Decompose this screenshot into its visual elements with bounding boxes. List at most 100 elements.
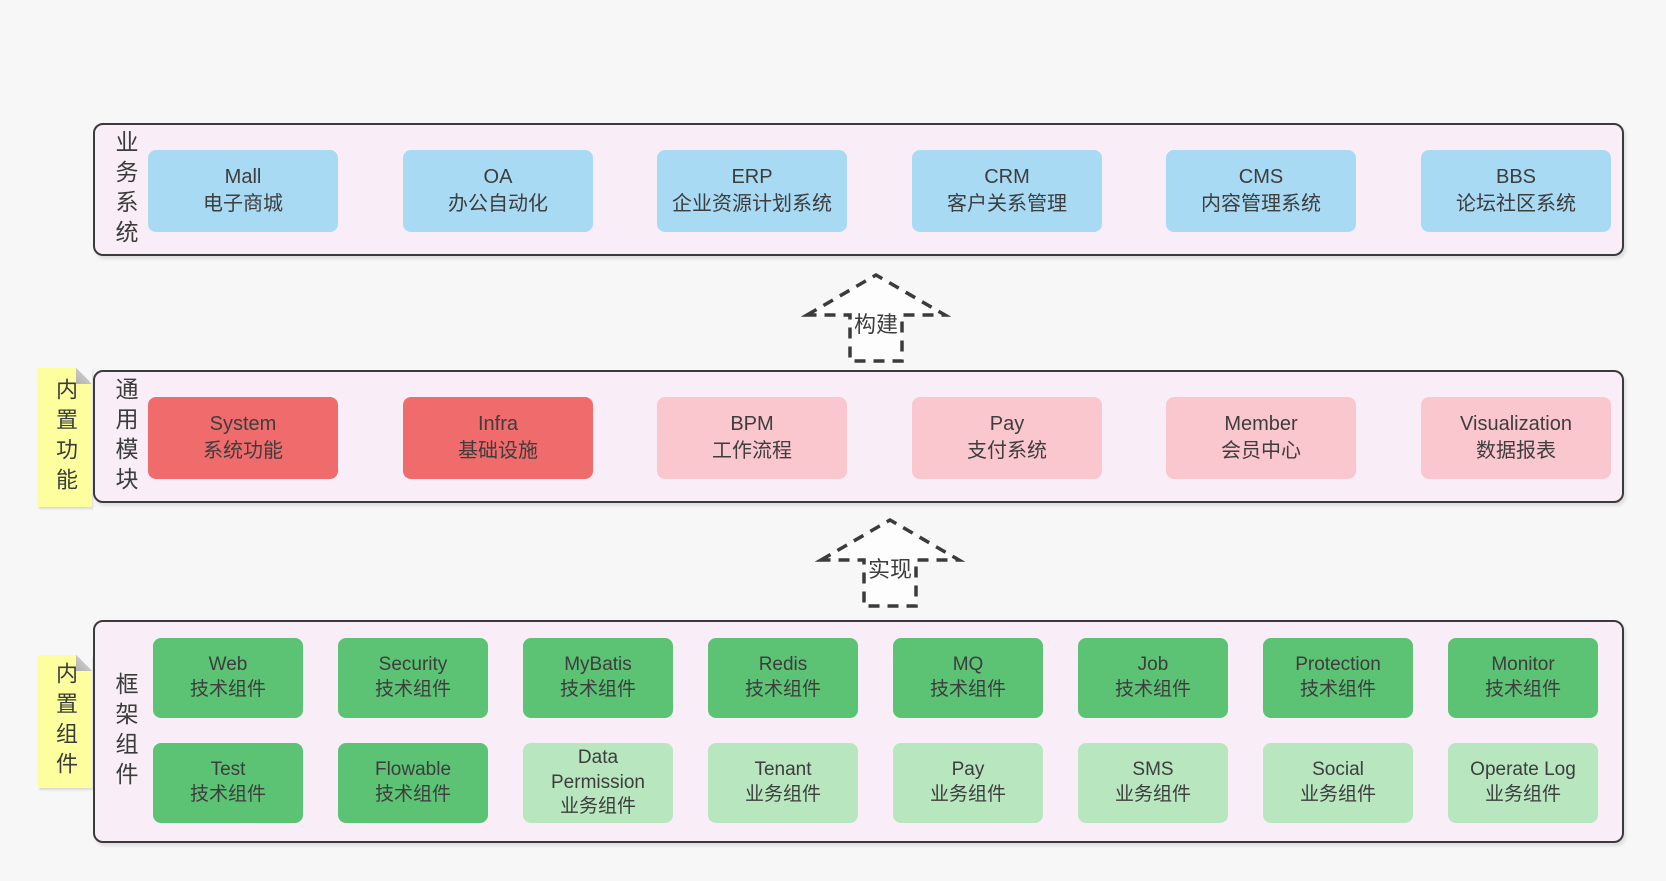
box-subtitle: 技术组件 bbox=[744, 679, 821, 700]
box-subtitle: 支付系统 bbox=[967, 440, 1047, 462]
box-title: Member bbox=[1224, 413, 1298, 435]
box-title: CRM bbox=[984, 166, 1030, 188]
box-system: System 系统功能 bbox=[148, 397, 338, 479]
box-title: Tenant bbox=[754, 759, 812, 781]
box-title: CMS bbox=[1238, 166, 1284, 188]
build-arrow-up-icon: 构建 bbox=[801, 272, 951, 363]
box-title: Redis bbox=[758, 654, 808, 676]
implement-arrow-up-icon: 实现 bbox=[815, 517, 965, 608]
box-subtitle: 技术组件 bbox=[559, 679, 636, 700]
box-subtitle: 内容管理系统 bbox=[1201, 193, 1321, 215]
box-oa: OA 办公自动化 bbox=[403, 150, 593, 232]
box-subtitle: 办公自动化 bbox=[448, 193, 548, 215]
box-subtitle: 技术组件 bbox=[374, 784, 451, 805]
box-title: Mall bbox=[224, 166, 262, 188]
box-title: System bbox=[209, 413, 277, 435]
box-bbs: BBS 论坛社区系统 bbox=[1421, 150, 1611, 232]
box-pay-biz: Pay 业务组件 bbox=[893, 743, 1043, 823]
box-web: Web 技术组件 bbox=[153, 638, 303, 718]
box-subtitle: 业务组件 bbox=[559, 796, 636, 818]
box-title: ERP bbox=[731, 166, 773, 188]
folded-corner-icon bbox=[76, 368, 92, 384]
box-subtitle: 技术组件 bbox=[929, 679, 1006, 700]
arrow-label-build: 构建 bbox=[854, 312, 898, 337]
box-member: Member 会员中心 bbox=[1166, 397, 1356, 479]
box-test: Test 技术组件 bbox=[153, 743, 303, 823]
box-subtitle: 业务组件 bbox=[1299, 784, 1376, 805]
box-operate-log: Operate Log 业务组件 bbox=[1448, 743, 1598, 823]
box-subtitle: 业务组件 bbox=[929, 784, 1006, 805]
box-title: Job bbox=[1137, 654, 1169, 676]
box-security: Security 技术组件 bbox=[338, 638, 488, 718]
box-subtitle: 技术组件 bbox=[189, 784, 266, 805]
box-tenant: Tenant 业务组件 bbox=[708, 743, 858, 823]
box-title: Visualization bbox=[1460, 413, 1572, 435]
box-title: Web bbox=[208, 654, 248, 676]
box-title: Data Permission bbox=[551, 746, 645, 793]
arrow-label-implement: 实现 bbox=[868, 557, 912, 582]
sticky-note-built-in-components: 内置组件 bbox=[38, 655, 92, 788]
box-crm: CRM 客户关系管理 bbox=[912, 150, 1102, 232]
box-infra: Infra 基础设施 bbox=[403, 397, 593, 479]
box-protection: Protection 技术组件 bbox=[1263, 638, 1413, 718]
box-subtitle: 基础设施 bbox=[458, 440, 538, 462]
box-data-permission: Data Permission 业务组件 bbox=[523, 743, 673, 823]
box-title: BBS bbox=[1495, 166, 1537, 188]
layer-label-framework-components: 框架组件 bbox=[112, 671, 138, 792]
box-job: Job 技术组件 bbox=[1078, 638, 1228, 718]
box-social: Social 业务组件 bbox=[1263, 743, 1413, 823]
box-subtitle: 系统功能 bbox=[203, 440, 283, 462]
box-subtitle: 会员中心 bbox=[1221, 440, 1301, 462]
box-title: OA bbox=[483, 166, 513, 188]
layer-framework-components: 框架组件 Web 技术组件 Security 技术组件 MyBatis 技术组件… bbox=[93, 620, 1624, 843]
box-subtitle: 业务组件 bbox=[744, 784, 821, 805]
sticky-note-built-in-features: 内置功能 bbox=[38, 368, 92, 507]
box-visualization: Visualization 数据报表 bbox=[1421, 397, 1611, 479]
box-title: Social bbox=[1312, 759, 1364, 781]
box-title: Flowable bbox=[374, 759, 452, 781]
box-subtitle: 技术组件 bbox=[1484, 679, 1561, 700]
box-subtitle: 数据报表 bbox=[1476, 440, 1556, 462]
box-cms: CMS 内容管理系统 bbox=[1166, 150, 1356, 232]
box-sms: SMS 业务组件 bbox=[1078, 743, 1228, 823]
box-subtitle: 技术组件 bbox=[189, 679, 266, 700]
box-subtitle: 工作流程 bbox=[712, 440, 792, 462]
box-title: SMS bbox=[1132, 759, 1174, 781]
box-title: Security bbox=[378, 654, 448, 676]
box-title: Test bbox=[210, 759, 246, 781]
box-subtitle: 技术组件 bbox=[1299, 679, 1376, 700]
box-title: MyBatis bbox=[564, 654, 632, 676]
box-redis: Redis 技术组件 bbox=[708, 638, 858, 718]
layer-common-modules: 通用模块 System 系统功能 Infra 基础设施 BPM 工作流程 Pay… bbox=[93, 370, 1624, 503]
box-mybatis: MyBatis 技术组件 bbox=[523, 638, 673, 718]
box-subtitle: 电子商城 bbox=[203, 193, 283, 215]
sticky-note-label: 内置功能 bbox=[53, 377, 78, 498]
box-bpm: BPM 工作流程 bbox=[657, 397, 847, 479]
box-pay: Pay 支付系统 bbox=[912, 397, 1102, 479]
box-title: BPM bbox=[730, 413, 774, 435]
box-subtitle: 技术组件 bbox=[374, 679, 451, 700]
box-title: Pay bbox=[951, 759, 985, 781]
box-mall: Mall 电子商城 bbox=[148, 150, 338, 232]
layer-label-common-modules: 通用模块 bbox=[112, 376, 138, 497]
box-subtitle: 论坛社区系统 bbox=[1456, 193, 1576, 215]
layer-business-systems: 业务系统 Mall 电子商城 OA 办公自动化 ERP 企业资源计划系统 CRM… bbox=[93, 123, 1624, 256]
box-monitor: Monitor 技术组件 bbox=[1448, 638, 1598, 718]
layer-label-business-systems: 业务系统 bbox=[112, 129, 138, 250]
box-title: MQ bbox=[952, 654, 984, 676]
box-subtitle: 技术组件 bbox=[1114, 679, 1191, 700]
box-flowable: Flowable 技术组件 bbox=[338, 743, 488, 823]
box-subtitle: 业务组件 bbox=[1114, 784, 1191, 805]
box-title: Protection bbox=[1295, 654, 1381, 676]
box-erp: ERP 企业资源计划系统 bbox=[657, 150, 847, 232]
box-title: Infra bbox=[477, 413, 519, 435]
box-subtitle: 客户关系管理 bbox=[947, 193, 1067, 215]
box-subtitle: 企业资源计划系统 bbox=[672, 193, 832, 215]
box-subtitle: 业务组件 bbox=[1484, 784, 1561, 805]
box-title: Operate Log bbox=[1470, 759, 1576, 781]
box-title: Pay bbox=[989, 413, 1025, 435]
sticky-note-label: 内置组件 bbox=[53, 661, 78, 782]
folded-corner-icon bbox=[76, 655, 92, 671]
box-mq: MQ 技术组件 bbox=[893, 638, 1043, 718]
